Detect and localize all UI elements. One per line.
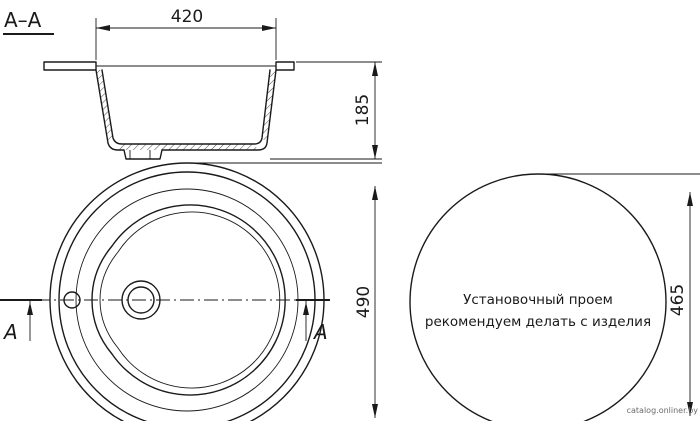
cutout-note-line1: Установочный проем	[463, 292, 613, 308]
left-flange	[43, 61, 97, 71]
dimension-diameter: 490	[187, 162, 382, 418]
cut-mark-left-label: А	[2, 320, 18, 344]
left-wall-hatch	[96, 70, 113, 143]
bowl-inner-wall	[101, 69, 271, 145]
arrow-top-490	[372, 186, 378, 200]
arrow-bottom	[372, 145, 378, 159]
dimension-depth: 185	[270, 61, 382, 160]
dimension-width: 420	[95, 7, 277, 60]
dimension-depth-label: 185	[353, 94, 373, 126]
cut-mark-left: А	[0, 299, 42, 344]
right-flange	[275, 61, 295, 71]
bowl-outer-wall	[95, 69, 277, 160]
bowl-inner-contour	[91, 204, 286, 396]
dimension-cutout-label: 465	[668, 284, 688, 316]
sink-top-view	[36, 162, 325, 421]
bowl-inner-contour-2	[99, 211, 281, 389]
cut-mark-right: А	[296, 299, 330, 344]
arrow-left	[96, 25, 110, 31]
bottom-hatch	[118, 144, 258, 150]
arrow-bottom-490	[372, 404, 378, 418]
cutout-note-line2: рекомендуем делать с изделия	[425, 314, 651, 330]
arrow-bottom-465	[687, 402, 693, 416]
arrow-top	[372, 62, 378, 76]
sink-rim-inner	[58, 171, 316, 421]
cutout-view: Установочный проем рекомендуем делать с …	[409, 173, 667, 421]
drain-inner	[127, 286, 155, 314]
watermark: catalog.onliner.by	[627, 406, 699, 415]
cut-arrow-left	[27, 302, 33, 315]
cut-mark-right-label: А	[312, 320, 328, 344]
section-title-text: А–А	[4, 8, 42, 32]
arrow-top-465	[687, 192, 693, 206]
sink-section-view	[43, 61, 295, 160]
cut-arrow-right	[303, 302, 309, 315]
arrow-right	[262, 25, 276, 31]
dimension-width-label: 420	[171, 7, 203, 27]
dimension-cutout: 465	[540, 173, 700, 416]
dimension-diameter-label: 490	[354, 286, 374, 318]
cutout-circle	[409, 173, 667, 421]
sink-rim-outer	[49, 162, 325, 421]
section-title: А–А	[3, 8, 54, 35]
right-wall-hatch	[262, 70, 276, 143]
